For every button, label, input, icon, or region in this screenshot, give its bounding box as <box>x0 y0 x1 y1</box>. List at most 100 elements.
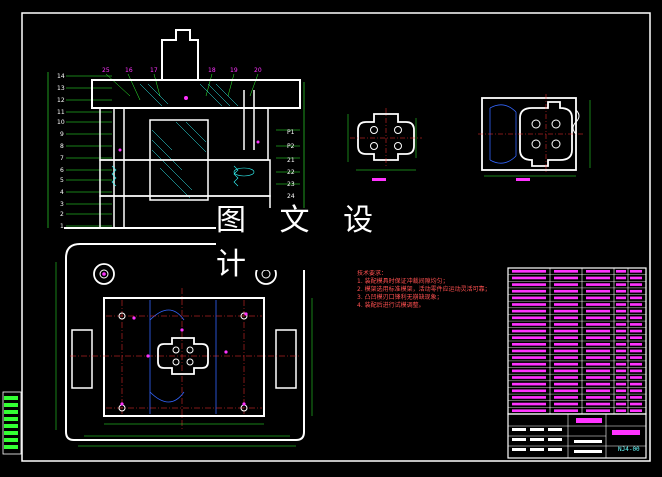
bom-cell-text <box>586 369 610 373</box>
technical-requirements: 技术要求： 1. 装配模具时保证冲裁间隙均匀； 2. 模架选用标准模架，活动零件… <box>357 270 491 310</box>
technical-requirement-item: 2. 模架选用标准模架，活动零件应运动灵活可靠； <box>357 286 491 293</box>
bom-cell-text <box>616 283 626 286</box>
part-label: 16 <box>125 67 133 74</box>
part-label: 17 <box>150 67 158 74</box>
bom-table <box>507 267 647 459</box>
part-label: 21 <box>287 157 295 164</box>
bom-cell-text <box>512 269 546 273</box>
bom-cell-text <box>554 276 578 280</box>
bom-cell-text <box>554 356 578 359</box>
bom-cell-text <box>616 369 626 373</box>
bom-cell-text <box>512 303 546 306</box>
bom-cell-text <box>554 409 578 413</box>
bom-cell-text <box>586 376 610 379</box>
bom-cell-text <box>554 389 578 393</box>
bom-cell-text <box>616 342 626 346</box>
bom-cell-text <box>616 376 626 379</box>
part-labels-top: 25 16 17 18 19 20 <box>102 67 262 74</box>
bom-cell-text <box>630 382 642 386</box>
bom-cell-text <box>586 389 610 393</box>
bom-cell-text <box>554 349 578 353</box>
bom-cell-text <box>616 329 626 333</box>
part-label: 18 <box>208 67 216 74</box>
bom-cell-text <box>630 389 642 393</box>
revision-strip <box>2 391 22 455</box>
bom-cell-text <box>586 342 610 346</box>
part-label: 25 <box>102 67 110 74</box>
drawing-border <box>21 12 651 462</box>
part-label: 6 <box>60 167 64 174</box>
part-label: 22 <box>287 169 295 176</box>
bom-cell-text <box>616 396 626 399</box>
bom-cell-text <box>554 329 578 333</box>
bom-cell-text <box>554 323 578 326</box>
technical-requirements-title: 技术要求： <box>357 270 388 277</box>
part-labels-left: 14 13 12 11 10 9 8 7 6 5 4 3 2 1 <box>57 73 65 230</box>
bom-cell-text <box>586 323 610 326</box>
bom-cell-text <box>512 309 546 313</box>
bom-cell-text <box>616 309 626 313</box>
bom-cell-text <box>630 289 642 293</box>
bom-cell-text <box>586 409 610 413</box>
bom-cell-text <box>616 296 626 300</box>
bom-cell-text <box>630 342 642 346</box>
bom-cell-text <box>630 309 642 313</box>
technical-requirement-item: 4. 装配后进行试模调整。 <box>357 302 425 309</box>
bom-cell-text <box>630 362 642 366</box>
bom-cell-text <box>586 276 610 280</box>
bom-cell-text <box>630 349 642 353</box>
bom-cell-text <box>554 336 578 340</box>
bom-cell-text <box>586 296 610 300</box>
part-label: 1 <box>60 223 64 230</box>
bom-cell-text <box>554 369 578 373</box>
bom-cell-text <box>630 396 642 399</box>
bom-cell-text <box>512 276 546 280</box>
bom-cell-text <box>630 409 642 413</box>
part-label: P1 <box>287 129 295 136</box>
drawing-number: NJ4-00 <box>618 446 640 453</box>
bom-cell-text <box>586 402 610 406</box>
bom-cell-text <box>616 402 626 406</box>
bom-cell-text <box>630 316 642 320</box>
technical-requirement-item: 3. 凸凹模刃口锋利无崩缺现象； <box>357 294 443 301</box>
bom-cell-text <box>554 309 578 313</box>
bom-cell-text <box>586 336 610 340</box>
bom-cell-text <box>512 409 546 413</box>
part-label: 7 <box>60 155 64 162</box>
bom-cell-text <box>630 303 642 306</box>
bom-cell-text <box>512 376 546 379</box>
bom-cell-text <box>512 382 546 386</box>
bom-cell-text <box>554 303 578 306</box>
bom-cell-text <box>554 376 578 379</box>
bom-cell-text <box>512 336 546 340</box>
technical-requirement-item: 1. 装配模具时保证冲裁间隙均匀； <box>357 278 449 285</box>
bom-cell-text <box>616 289 626 293</box>
part-label: 13 <box>57 85 65 92</box>
bom-cell-text <box>616 276 626 280</box>
bom-cell-text <box>586 362 610 366</box>
part-label: P2 <box>287 143 295 150</box>
part-label: 20 <box>254 67 262 74</box>
bom-cell-text <box>554 342 578 346</box>
bom-cell-text <box>512 349 546 353</box>
bom-cell-text <box>630 269 642 273</box>
part-labels-right: 21 22 23 24 P1 P2 <box>287 129 295 200</box>
bom-cell-text <box>554 283 578 286</box>
part-label: 23 <box>287 181 295 188</box>
bom-cell-text <box>616 382 626 386</box>
bom-cell-text <box>616 323 626 326</box>
bom-cell-text <box>554 402 578 406</box>
bom-cell-text <box>554 269 578 273</box>
part-label: 11 <box>57 109 65 116</box>
bom-cell-text <box>630 336 642 340</box>
bom-cell-text <box>512 396 546 399</box>
bom-cell-text <box>630 369 642 373</box>
bom-cell-text <box>512 323 546 326</box>
part-label: 2 <box>60 211 64 218</box>
detail-view-punch <box>347 108 422 181</box>
bom-cell-text <box>586 329 610 333</box>
bom-cell-text <box>554 289 578 293</box>
bom-cell-text <box>616 316 626 320</box>
part-label: 3 <box>60 201 64 208</box>
bom-cell-text <box>512 369 546 373</box>
